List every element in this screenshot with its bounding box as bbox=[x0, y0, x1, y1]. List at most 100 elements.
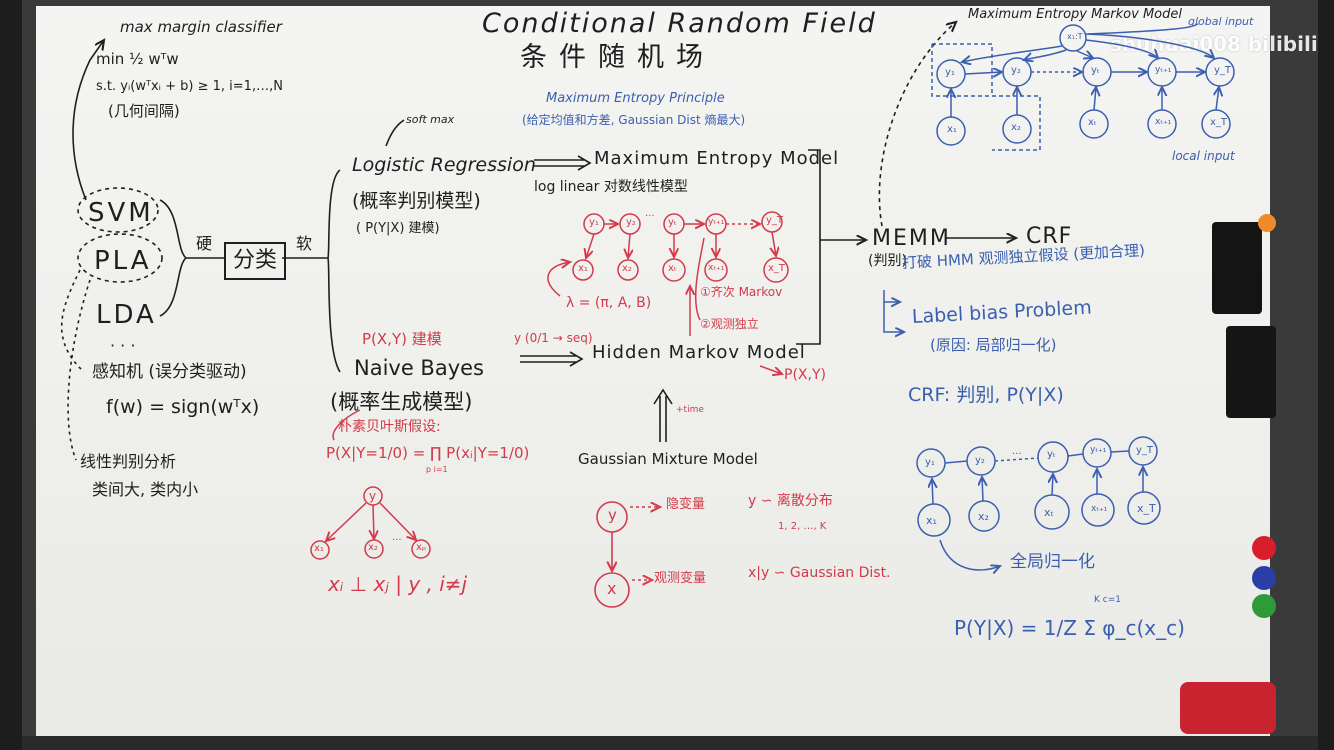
crf-x1: x₁ bbox=[926, 514, 937, 527]
lda-note-line1: 线性判别分析 bbox=[80, 452, 177, 471]
nb-indep: xᵢ ⊥ xⱼ | y , i≠j bbox=[328, 572, 468, 596]
mem-name: Maximum Entropy Model bbox=[594, 148, 840, 169]
perceptron-line1: 感知机 (误分类驱动) bbox=[92, 362, 247, 382]
gmm-yvals: 1, 2, …, K bbox=[778, 521, 827, 532]
mep-name: Maximum Entropy Principle bbox=[546, 91, 725, 106]
crf-yt1: yₜ₊₁ bbox=[1090, 445, 1107, 455]
eraser-red bbox=[1180, 682, 1276, 734]
crf-xT: x_T bbox=[1137, 502, 1156, 515]
hmm-yt1: yₜ₊₁ bbox=[708, 217, 725, 227]
memm-xg: x₁:T bbox=[1067, 32, 1083, 41]
memm-crf: CRF bbox=[1026, 224, 1073, 249]
crf-formula: P(Y|X) = 1/Z Σ φ_c(x_c) bbox=[954, 616, 1185, 640]
memm-x2: x₂ bbox=[1011, 122, 1021, 133]
hmm-x1: x₁ bbox=[578, 263, 588, 274]
crf-sum-limits: K c=1 bbox=[1094, 595, 1121, 605]
lda-note-line2: 类间大, 类内小 bbox=[92, 480, 199, 499]
lr-zh: (概率判别模型) bbox=[352, 190, 481, 212]
gmm-observed: 观测变量 bbox=[654, 571, 707, 586]
gmm-plustime: +time bbox=[676, 405, 704, 415]
memm-top-title: Maximum Entropy Markov Model bbox=[968, 7, 1182, 22]
magnet-green bbox=[1252, 594, 1276, 618]
title-en: Conditional Random Field bbox=[482, 8, 877, 39]
nb-zh: (概率生成模型) bbox=[330, 390, 473, 414]
hmm-dots: ··· bbox=[645, 211, 655, 222]
nb-prod-limits: p i=1 bbox=[426, 465, 448, 474]
svm-note: max margin classifier bbox=[120, 18, 282, 36]
nb-assume: 朴素贝叶斯假设: bbox=[338, 419, 441, 435]
perceptron-line2: f(w) = sign(wᵀx) bbox=[106, 396, 260, 418]
nb-formula: P(X|Y=1/0) = ∏ P(xᵢ|Y=1/0) bbox=[326, 444, 530, 462]
hmm-lambda: λ = (π, A, B) bbox=[566, 295, 652, 311]
hmm-y1: y₁ bbox=[589, 217, 599, 228]
memm-yT: y_T bbox=[1214, 65, 1232, 76]
svm-label: SVM bbox=[88, 198, 154, 228]
memm-x1: x₁ bbox=[947, 124, 957, 135]
pla-label: PLA bbox=[94, 246, 152, 276]
title-zh: 条件随机场 bbox=[520, 42, 715, 73]
hmm-yt: yₜ bbox=[668, 217, 677, 228]
crf-yT: y_T bbox=[1136, 445, 1154, 456]
gmm-ydist: y ∽ 离散分布 bbox=[748, 493, 833, 509]
crf-dots: ··· bbox=[1012, 449, 1022, 460]
svm-formula-2: s.t. yᵢ(wᵀxᵢ + b) ≥ 1, i=1,…,N bbox=[96, 79, 283, 94]
memm-y1: y₁ bbox=[945, 67, 955, 78]
memm-xt: xₜ bbox=[1088, 117, 1097, 128]
gmm-node-x: x bbox=[607, 579, 617, 598]
lr-p: ( P(Y|X) 建模) bbox=[356, 221, 440, 236]
eraser-1 bbox=[1212, 222, 1262, 314]
crf-y1: y₁ bbox=[925, 457, 935, 468]
magnet-red bbox=[1252, 536, 1276, 560]
crf-def: CRF: 判别, P(Y|X) bbox=[908, 384, 1064, 406]
hmm-x2: x₂ bbox=[622, 263, 632, 274]
nb-dots: ··· bbox=[392, 535, 402, 546]
nb-node-y: y bbox=[369, 489, 377, 503]
marker-tray bbox=[22, 736, 1318, 750]
hard-label: 硬 bbox=[196, 234, 213, 253]
hmm-xt: xₜ bbox=[668, 263, 677, 274]
hmm-yT: y_T bbox=[766, 215, 784, 226]
mep-note: (给定均值和方差, Gaussian Dist 熵最大) bbox=[522, 113, 746, 127]
hmm-name: Hidden Markov Model bbox=[592, 342, 806, 363]
nb-node-xp: xₚ bbox=[416, 542, 427, 553]
crf-norm: 全局归一化 bbox=[1010, 552, 1095, 572]
hmm-seq: y (0/1 → seq) bbox=[514, 331, 593, 345]
nb-node-x1: x₁ bbox=[314, 543, 324, 554]
lr-softmax: soft max bbox=[406, 113, 455, 126]
whiteboard bbox=[36, 6, 1270, 736]
memm-y2: y₂ bbox=[1011, 65, 1021, 76]
hmm-assume-1: ①齐次 Markov bbox=[700, 285, 783, 299]
hmm-pxy: P(X,Y) bbox=[784, 367, 826, 383]
memm-yt: yₜ bbox=[1091, 65, 1100, 76]
crf-xt: xₜ bbox=[1044, 506, 1054, 519]
magnet-orange bbox=[1258, 214, 1276, 232]
hmm-assume-2: ②观测独立 bbox=[700, 317, 759, 331]
crf-xt1: xₜ₊₁ bbox=[1091, 504, 1108, 514]
classify-box: 分类 bbox=[224, 242, 286, 280]
svm-formula-1: min ½ wᵀw bbox=[96, 50, 179, 68]
crf-x2: x₂ bbox=[978, 510, 989, 523]
soft-label: 软 bbox=[296, 234, 313, 253]
memm-yt1: yₜ₊₁ bbox=[1155, 65, 1172, 75]
memm-xt1: xₜ₊₁ bbox=[1155, 117, 1172, 127]
gmm-latent: 隐变量 bbox=[666, 497, 706, 512]
gmm-name: Gaussian Mixture Model bbox=[578, 450, 758, 468]
memm-zh: (判别) bbox=[868, 253, 907, 269]
memm-name: MEMM bbox=[872, 226, 951, 251]
memm-local: local input bbox=[1172, 149, 1235, 163]
crf-yt: yₜ bbox=[1047, 449, 1056, 460]
memm-global: global input bbox=[1188, 15, 1254, 28]
lda-label: LDA bbox=[96, 300, 157, 330]
memm-cause: (原因: 局部归一化) bbox=[930, 336, 1057, 354]
crf-y2: y₂ bbox=[975, 455, 985, 466]
eraser-2 bbox=[1226, 326, 1276, 418]
nb-p: P(X,Y) 建模 bbox=[362, 330, 442, 348]
mem-loglinear: log linear 对数线性模型 bbox=[534, 179, 688, 195]
ellipsis: · · · bbox=[110, 336, 136, 355]
hmm-xt1: xₜ₊₁ bbox=[708, 263, 725, 273]
gmm-node-y: y bbox=[608, 506, 617, 524]
nb-name: Naive Bayes bbox=[354, 356, 484, 380]
magnet-blue bbox=[1252, 566, 1276, 590]
svm-note-2: (几何间隔) bbox=[108, 102, 180, 120]
